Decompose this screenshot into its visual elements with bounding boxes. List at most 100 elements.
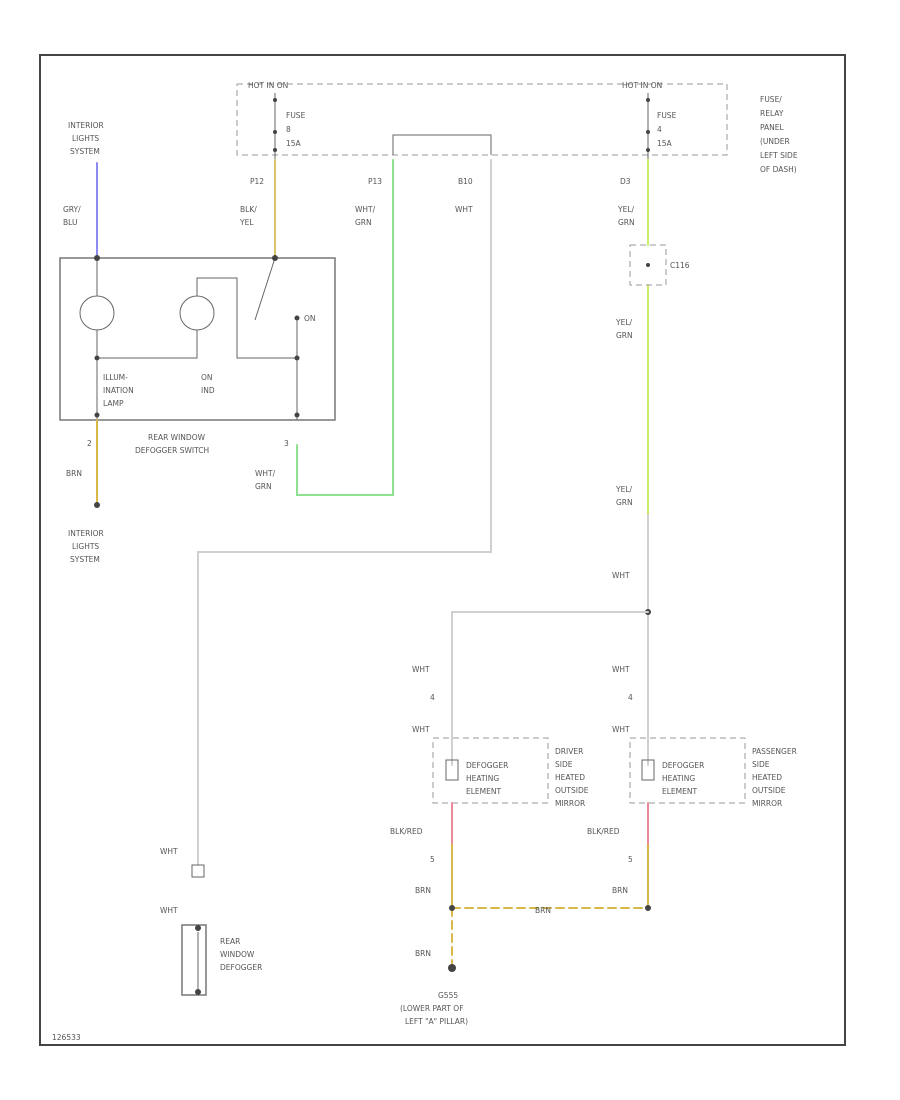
pin-2-left: 2	[87, 439, 92, 448]
wire-wht-drv2: WHT	[412, 725, 430, 734]
fuse-left-label-3: 15A	[286, 139, 302, 148]
wire-brn-left-label: BRN	[66, 469, 82, 478]
switch-on-2: IND	[201, 386, 215, 395]
internal-bus	[392, 134, 492, 155]
pin-b10: B10	[458, 177, 473, 186]
pin-4-pass: 4	[628, 693, 633, 702]
diagram-frame	[39, 54, 846, 1046]
c116-label: C116	[670, 261, 690, 270]
wire-wht-grn-b-2: GRN	[255, 482, 272, 491]
ils-top-1: INTERIOR	[68, 121, 104, 130]
fuse-panel-outline	[236, 83, 728, 156]
pass-mirror-1: PASSENGER	[752, 747, 797, 756]
drv-mirror-4: OUTSIDE	[555, 786, 589, 795]
yel-grn-c-2: GRN	[616, 498, 633, 507]
yel-grn-a-2: GRN	[618, 218, 635, 227]
switch-illum-1: ILLUM-	[103, 373, 128, 382]
wire-wht-left-1: WHT	[160, 847, 178, 856]
wire-wht-drv: WHT	[412, 665, 430, 674]
rear-defogger-2: WINDOW	[220, 950, 255, 959]
fuse-box-label-5: LEFT SIDE	[760, 151, 798, 160]
pin-5-drv: 5	[430, 855, 435, 864]
ils-bot-3: SYSTEM	[70, 555, 100, 564]
yel-grn-a-1: YEL/	[617, 205, 634, 214]
rear-window-defogger-switch	[59, 257, 336, 421]
pass-mirror-5: MIRROR	[752, 799, 782, 808]
ground-label-3: LEFT "A" PILLAR)	[405, 1017, 468, 1026]
fuse-box-label-4: (UNDER	[760, 137, 790, 146]
yel-grn-b-2: GRN	[616, 331, 633, 340]
drv-mirror-5: MIRROR	[555, 799, 585, 808]
pass-mirror-4: OUTSIDE	[752, 786, 786, 795]
rear-window-defogger-element	[181, 924, 207, 996]
wire-wht-grn-1: WHT/	[355, 205, 376, 214]
wire-wht-mid: WHT	[612, 571, 630, 580]
hot-run-left: HOT IN ON	[248, 81, 288, 90]
pin-4-drv: 4	[430, 693, 435, 702]
fuse-box-label-2: RELAY	[760, 109, 784, 118]
fuse-box-label-1: FUSE/	[760, 95, 782, 104]
pin-p13: P13	[368, 177, 382, 186]
fuse-left-label-2: 8	[286, 125, 291, 134]
wire-wht-left-2: WHT	[160, 906, 178, 915]
ils-bot-2: LIGHTS	[72, 542, 99, 551]
switch-name-2: DEFOGGER SWITCH	[135, 446, 209, 455]
ground-label-1: G555	[438, 991, 458, 1000]
pass-mirror-3: HEATED	[752, 773, 782, 782]
drv-element-2: HEATING	[466, 774, 499, 783]
fuse-right-label-1: FUSE	[657, 111, 677, 120]
wire-gry-blu-1: GRY/	[63, 205, 81, 214]
wire-brn-mid: BRN	[535, 906, 551, 915]
ils-top-3: SYSTEM	[70, 147, 100, 156]
wire-wht-grn-2: GRN	[355, 218, 372, 227]
fuse-left-label-1: FUSE	[286, 111, 306, 120]
switch-contact	[254, 257, 276, 321]
ground-label-2: (LOWER PART OF	[400, 1004, 464, 1013]
wire-brn-drv: BRN	[415, 886, 431, 895]
hot-run-right: HOT IN ON	[622, 81, 662, 90]
wire-brn-pass: BRN	[612, 886, 628, 895]
drv-mirror-2: SIDE	[555, 760, 573, 769]
wire-wht-grn	[296, 159, 394, 496]
wire-wht-b10	[197, 159, 492, 866]
switch-illum-3: LAMP	[103, 399, 124, 408]
ils-top-2: LIGHTS	[72, 134, 99, 143]
illumination-lamp	[79, 295, 115, 331]
switch-on-1: ON	[201, 373, 213, 382]
rear-defogger-1: REAR	[220, 937, 240, 946]
rear-defogger-3: DEFOGGER	[220, 963, 262, 972]
wire-wht-pass2: WHT	[612, 725, 630, 734]
indicator-lamp	[179, 295, 215, 331]
ils-bot-1: INTERIOR	[68, 529, 104, 538]
wire-wht-branch	[451, 611, 649, 691]
pin-3-left: 3	[284, 439, 289, 448]
ground-g555	[448, 964, 456, 972]
wire-wht-grn-b-1: WHT/	[255, 469, 276, 478]
pin-p12: P12	[250, 177, 264, 186]
yel-grn-b-1: YEL/	[615, 318, 632, 327]
fuse-box-label-6: OF DASH)	[760, 165, 797, 174]
switch-on-pin: ON	[304, 314, 316, 323]
fuse-right-label-2: 4	[657, 125, 662, 134]
fuse-right-label-3: 15A	[657, 139, 673, 148]
pass-element-2: HEATING	[662, 774, 695, 783]
pin-5-pass: 5	[628, 855, 633, 864]
pin-d3: D3	[620, 177, 631, 186]
wire-blk-red-pass: BLK/RED	[587, 827, 620, 836]
pass-element-1: DEFOGGER	[662, 761, 704, 770]
wire-brn-ground: BRN	[415, 949, 431, 958]
drv-element-3: ELEMENT	[466, 787, 501, 796]
pass-element-3: ELEMENT	[662, 787, 697, 796]
pass-mirror-2: SIDE	[752, 760, 770, 769]
switch-illum-2: INATION	[103, 386, 134, 395]
wire-wht-pass: WHT	[612, 665, 630, 674]
figure-id: 126533	[52, 1033, 81, 1042]
wire-blk-yel-1: BLK/	[240, 205, 257, 214]
wire-blk-red-drv: BLK/RED	[390, 827, 423, 836]
drv-mirror-1: DRIVER	[555, 747, 583, 756]
fuse-box-label-3: PANEL	[760, 123, 785, 132]
wire-wht-1: WHT	[455, 205, 473, 214]
drv-element-1: DEFOGGER	[466, 761, 508, 770]
wire-gry-blu-2: BLU	[63, 218, 77, 227]
